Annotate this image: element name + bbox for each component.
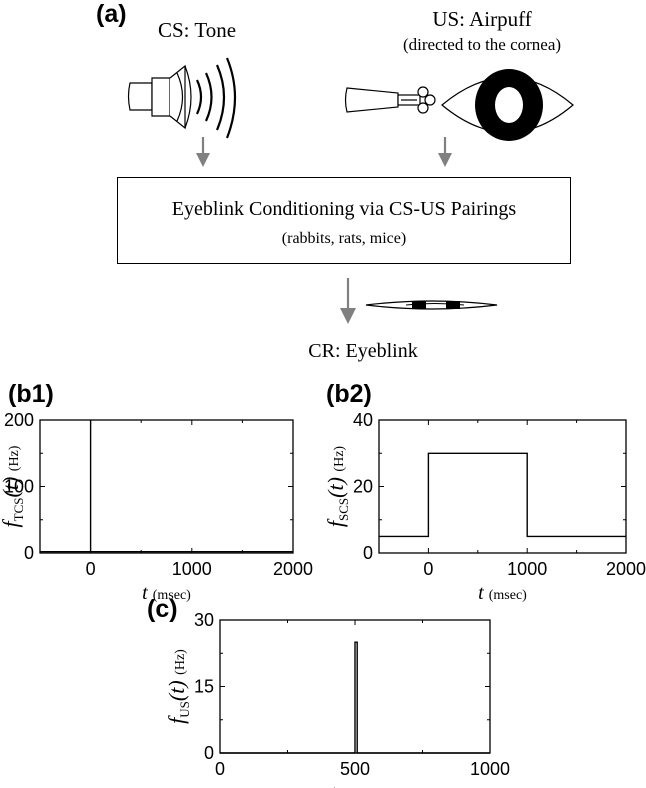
chart-b1: 0 1000 2000 0 100 200 t (msec) fTCS(t) (Hz) [0,410,313,604]
y-axis-label: fUS(t) (Hz) [164,649,192,724]
x-axis-label: t (msec) [142,582,191,604]
y-tick-label: 30 [194,610,214,630]
x-tick-label: 2000 [273,559,313,579]
y-tick-label: 20 [353,477,373,497]
y-tick-label: 40 [353,410,373,430]
us-sublabel: (directed to the cornea) [402,35,562,54]
arrow-down-icon [340,278,356,324]
panel-b1-label: (b1) [8,380,54,408]
cr-label: CR: Eyeblink [308,340,418,362]
closed-eye-icon [365,300,498,310]
plot-frame [39,419,294,554]
us-label: US: Airpuff [432,7,532,31]
y-tick-label: 0 [204,743,214,763]
y-tick-label: 15 [194,677,214,697]
x-tick-label: 0 [423,559,433,579]
panel-b2-label: (b2) [326,380,372,408]
chart-b2: 0 1000 2000 0 20 40 t (msec) fSCS(t) (Hz) [323,410,646,604]
box-subtitle: (rabbits, rats, mice) [281,230,407,247]
plot-frame [378,419,627,554]
arrow-down-icon [438,137,452,167]
x-tick-label: 0 [215,759,225,779]
cs-label: CS: Tone [158,18,237,42]
x-axis-label: t (msec) [331,782,380,788]
arrow-down-icon [196,137,210,167]
series-line [220,641,490,754]
chart-c: 0 500 1000 0 15 30 t (msec) fUS(t) (Hz) [164,610,510,788]
x-tick-label: 1000 [172,559,212,579]
x-tick-label: 2000 [606,559,646,579]
x-tick-label: 500 [340,759,370,779]
eye-icon [441,69,574,141]
y-tick-label: 0 [363,543,373,563]
series-line [40,420,293,553]
y-tick-label: 200 [4,410,34,430]
conditioning-box: Eyeblink Conditioning via CS-US Pairings… [117,177,571,264]
y-axis-label: fTCS(t) (Hz) [0,445,26,527]
y-axis-label: fSCS(t) (Hz) [323,446,351,528]
y-tick-label: 100 [4,477,34,497]
y-tick-label: 0 [24,543,34,563]
series-line [379,452,626,538]
box-title: Eyeblink Conditioning via CS-US Pairings [171,198,517,220]
panel-a-label: (a) [96,0,127,28]
x-tick-label: 1000 [507,559,547,579]
x-axis-label: t (msec) [478,582,527,604]
speaker-icon [127,57,237,139]
airpuff-nozzle-icon [344,86,436,114]
x-tick-label: 0 [86,559,96,579]
panel-c-label: (c) [147,595,178,623]
x-tick-label: 1000 [470,759,510,779]
